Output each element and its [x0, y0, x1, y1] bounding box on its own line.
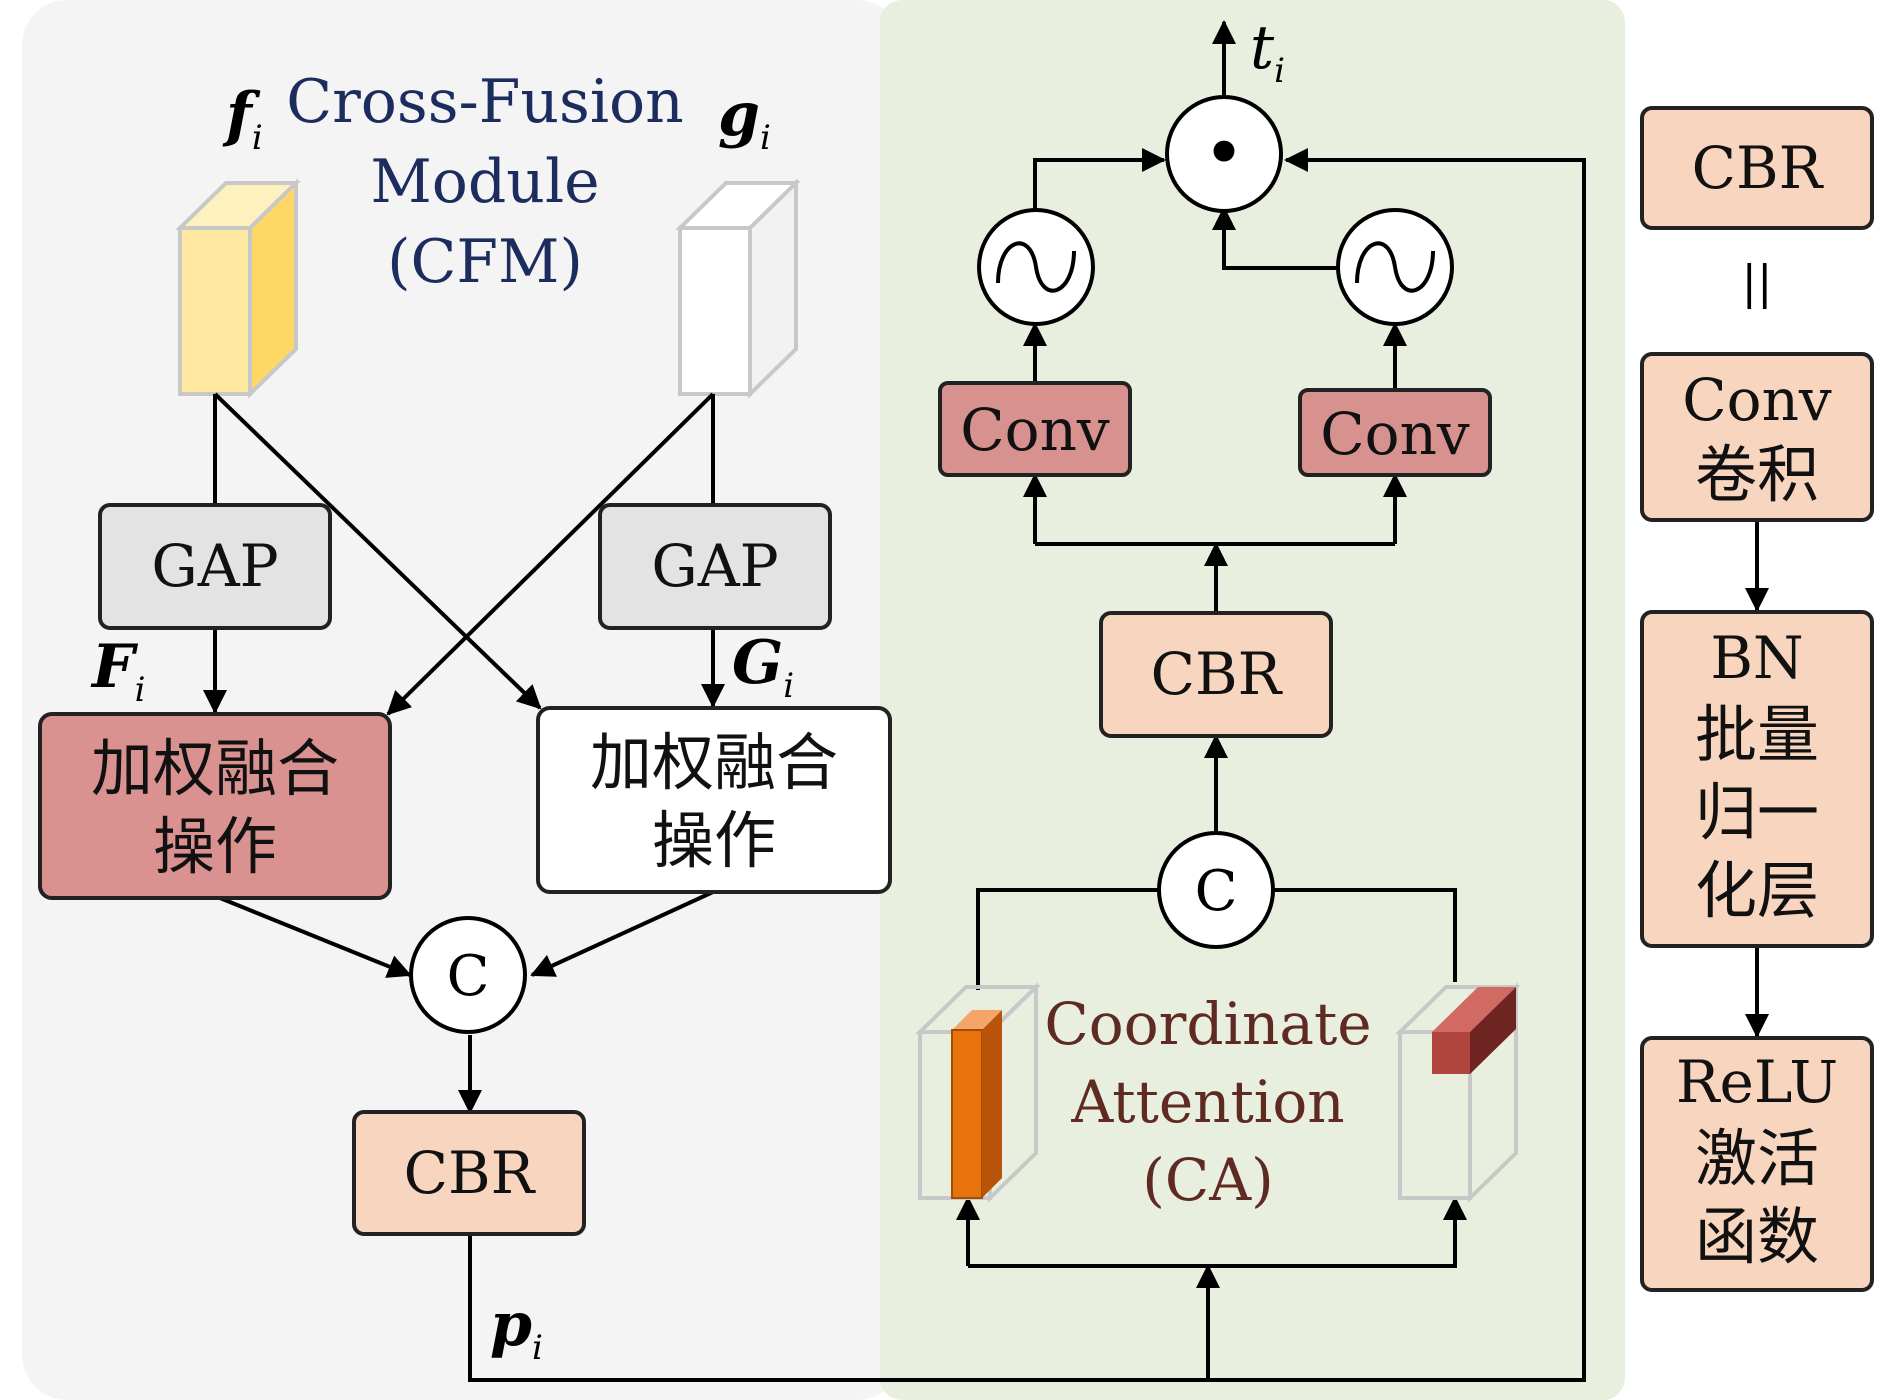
feature-g-cuboid: [675, 178, 801, 399]
output-p-label: pi: [490, 1290, 543, 1368]
input-g-sub: i: [760, 118, 771, 158]
input-g-label: gi: [718, 80, 771, 158]
output-t-base: t: [1250, 13, 1275, 83]
ca-cbr-box: [1099, 611, 1333, 738]
fusion-right-line-2: 操作: [652, 804, 776, 877]
cfm-concat-node: [409, 916, 527, 1034]
legend-bn-line-3: 归一: [1695, 776, 1819, 849]
gap-right-box: [598, 503, 832, 630]
sigmoid-right-icon: [1336, 208, 1454, 326]
cfm-cbr-label: CBR: [404, 1139, 537, 1207]
pooled-F-base: F: [90, 632, 139, 702]
fusion-left-line-1: 加权融合: [91, 732, 339, 805]
cfm-cbr-box: [352, 1110, 586, 1236]
legend-conv-line-1: Conv: [1682, 366, 1832, 434]
sigmoid-left-icon: [977, 208, 1095, 326]
ca-conv-left-label: Conv: [960, 396, 1110, 464]
fusion-right-line-1: 加权融合: [590, 726, 838, 799]
legend-relu-box: [1640, 1036, 1874, 1292]
output-t-sub: i: [1274, 51, 1285, 91]
pooled-F-sub: i: [135, 670, 146, 710]
input-g-base: g: [718, 80, 760, 150]
legend-bn-line-4: 化层: [1695, 854, 1819, 927]
gap-left-label: GAP: [151, 532, 278, 600]
output-p-base: p: [490, 1290, 532, 1360]
legend-relu-line-1: ReLU: [1676, 1048, 1838, 1116]
ca-title: Coordinate Attention (CA): [1044, 990, 1371, 1214]
ca-title-line-1: Coordinate: [1044, 990, 1371, 1058]
legend-cbr-box: [1640, 106, 1874, 230]
legend-bn-line-2: 批量: [1695, 698, 1819, 771]
pooled-F-label: Fi: [90, 632, 145, 710]
ca-cbr-label: CBR: [1151, 640, 1284, 708]
output-t-label: ti: [1250, 13, 1285, 91]
cfm-title-line-1: Cross-Fusion: [286, 67, 684, 137]
ca-conv-left-box: [938, 381, 1132, 477]
legend-cbr-label: CBR: [1692, 134, 1825, 202]
fusion-left-line-2: 操作: [153, 810, 277, 883]
legend-relu-line-2: 激活: [1695, 1122, 1819, 1195]
pooled-G-sub: i: [783, 666, 794, 706]
input-f-sub: i: [252, 118, 263, 158]
cfm-title: Cross-Fusion Module (CFM): [286, 67, 684, 297]
ca-connectors: [956, 20, 1467, 1268]
ca-title-line-2: Attention: [1070, 1068, 1344, 1136]
pooled-G-label: Gi: [732, 628, 794, 706]
ca-feature-right-cuboid: [1395, 982, 1521, 1203]
ca-conv-right-label: Conv: [1320, 400, 1470, 468]
fusion-right-box: [536, 706, 892, 894]
output-p-sub: i: [532, 1328, 543, 1368]
fusion-left-box: [38, 712, 392, 900]
gap-right-label: GAP: [651, 532, 778, 600]
cfm-title-line-2: Module: [370, 147, 599, 217]
product-node: [1165, 95, 1283, 213]
ca-feature-left-cuboid: [915, 982, 1041, 1203]
ca-concat-label: C: [1195, 859, 1238, 924]
legend-conv-line-2: 卷积: [1695, 438, 1819, 511]
cfm-title-line-3: (CFM): [387, 227, 583, 297]
legend-bn-box: [1640, 610, 1874, 948]
ca-concat-node: [1157, 831, 1275, 949]
ca-conv-right-box: [1298, 388, 1492, 477]
legend-equals: ||: [1742, 255, 1773, 309]
feature-f-cuboid: [175, 178, 301, 399]
product-symbol: •: [1203, 111, 1245, 195]
gap-left-box: [98, 503, 332, 630]
legend-conv-box: [1640, 352, 1874, 522]
ca-title-line-3: (CA): [1142, 1146, 1274, 1214]
legend-relu-line-3: 函数: [1695, 1200, 1819, 1273]
legend-bn-line-1: BN: [1710, 624, 1803, 692]
cfm-connectors: [203, 148, 1586, 1382]
cfm-concat-label: C: [447, 944, 490, 1009]
pooled-G-base: G: [732, 628, 783, 698]
